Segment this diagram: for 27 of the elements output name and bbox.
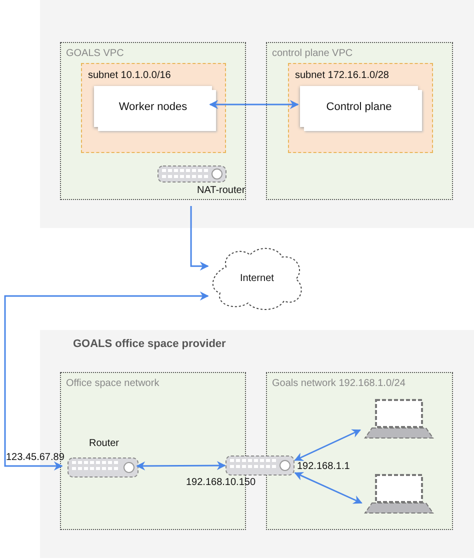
- subnet-zone: [288, 63, 433, 153]
- connector-arrow: [294, 429, 362, 461]
- zone-label: Goals network 192.168.1.0/24: [272, 378, 406, 389]
- device-label: Router: [89, 438, 120, 449]
- card-label: Worker nodes: [118, 100, 188, 112]
- ip-address-label: 192.168.10.150: [186, 477, 256, 488]
- subnet-zone: [81, 63, 226, 153]
- group-panel: [40, 0, 474, 228]
- network-zone: [266, 42, 453, 200]
- device-label: NAT-router: [197, 185, 246, 196]
- card-label: Control plane: [326, 100, 392, 112]
- zone-label: subnet 172.16.1.0/28: [295, 70, 389, 81]
- connector-arrow: [209, 100, 299, 109]
- zone-label: subnet 10.1.0.0/16: [88, 70, 171, 81]
- connector-arrow: [136, 461, 226, 470]
- network-zone: [266, 372, 453, 530]
- network-zone: [60, 42, 246, 200]
- zone-label: control plane VPC: [272, 48, 353, 59]
- zone-label: GOALS VPC: [66, 48, 124, 59]
- connector-arrow: [4, 292, 209, 470]
- ip-address-label: 192.168.1.1: [297, 461, 350, 472]
- connector-arrow: [190, 206, 209, 271]
- panel-title: GOALS office space provider: [73, 338, 226, 350]
- zone-label: Office space network: [66, 378, 160, 389]
- connector-arrow: [294, 472, 362, 504]
- cloud-label: Internet: [240, 273, 274, 284]
- ip-address-label: 123.45.67.89: [6, 452, 64, 463]
